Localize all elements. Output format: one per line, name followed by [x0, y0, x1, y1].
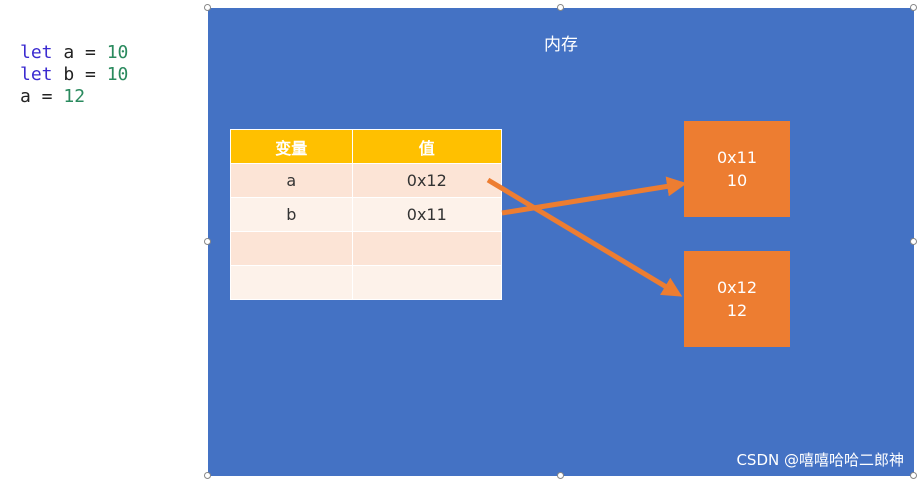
memory-slide[interactable]: 内存 变量 值 a 0x12 b 0x11 0x11 10 0x12 12	[208, 8, 914, 476]
code-line-2: let b = 10	[20, 64, 128, 86]
keyword: let	[20, 42, 53, 63]
arrow-a-to-0x12	[486, 177, 683, 297]
header-value: 值	[351, 129, 503, 164]
number-literal: 12	[63, 86, 86, 107]
variable-table: 变量 值 a 0x12 b 0x11	[230, 129, 503, 300]
table-row	[230, 265, 503, 300]
box-address: 0x11	[716, 148, 757, 167]
code-snippet: let a = 10 let b = 10 a = 12	[20, 42, 128, 108]
arrow-b-to-0x11	[501, 176, 687, 216]
resize-handle[interactable]	[204, 4, 211, 11]
table-cell	[351, 265, 503, 300]
number-literal: 10	[106, 42, 129, 63]
resize-handle[interactable]	[557, 4, 564, 11]
number-literal: 10	[106, 64, 129, 85]
pointer-arrows	[486, 176, 687, 297]
resize-handle[interactable]	[910, 4, 917, 11]
keyword: let	[20, 64, 53, 85]
resize-handle[interactable]	[204, 238, 211, 245]
table-cell: a	[230, 163, 353, 198]
table-row: b 0x11	[230, 197, 503, 232]
memory-box-0x12: 0x12 12	[684, 251, 790, 347]
resize-handle[interactable]	[910, 472, 917, 479]
code-text: a =	[20, 86, 64, 107]
code-line-3: a = 12	[20, 86, 128, 108]
code-text: a =	[52, 42, 107, 63]
table-row: a 0x12	[230, 163, 503, 198]
code-line-1: let a = 10	[20, 42, 128, 64]
table-cell	[230, 231, 353, 266]
resize-handle[interactable]	[557, 472, 564, 479]
table-cell: 0x12	[351, 163, 503, 198]
box-value: 10	[726, 171, 748, 190]
resize-handle[interactable]	[204, 472, 211, 479]
table-header-row: 变量 值	[230, 129, 503, 164]
resize-handle[interactable]	[910, 238, 917, 245]
box-value: 12	[726, 301, 748, 320]
watermark: CSDN @嘻嘻哈哈二郎神	[736, 451, 904, 469]
table-cell	[230, 265, 353, 300]
table-row	[230, 231, 503, 266]
table-cell: 0x11	[351, 197, 503, 232]
code-text: b =	[52, 64, 107, 85]
table-cell: b	[230, 197, 353, 232]
slide-title: 内存	[544, 35, 578, 55]
memory-box-0x11: 0x11 10	[684, 121, 790, 217]
box-address: 0x12	[716, 278, 757, 297]
